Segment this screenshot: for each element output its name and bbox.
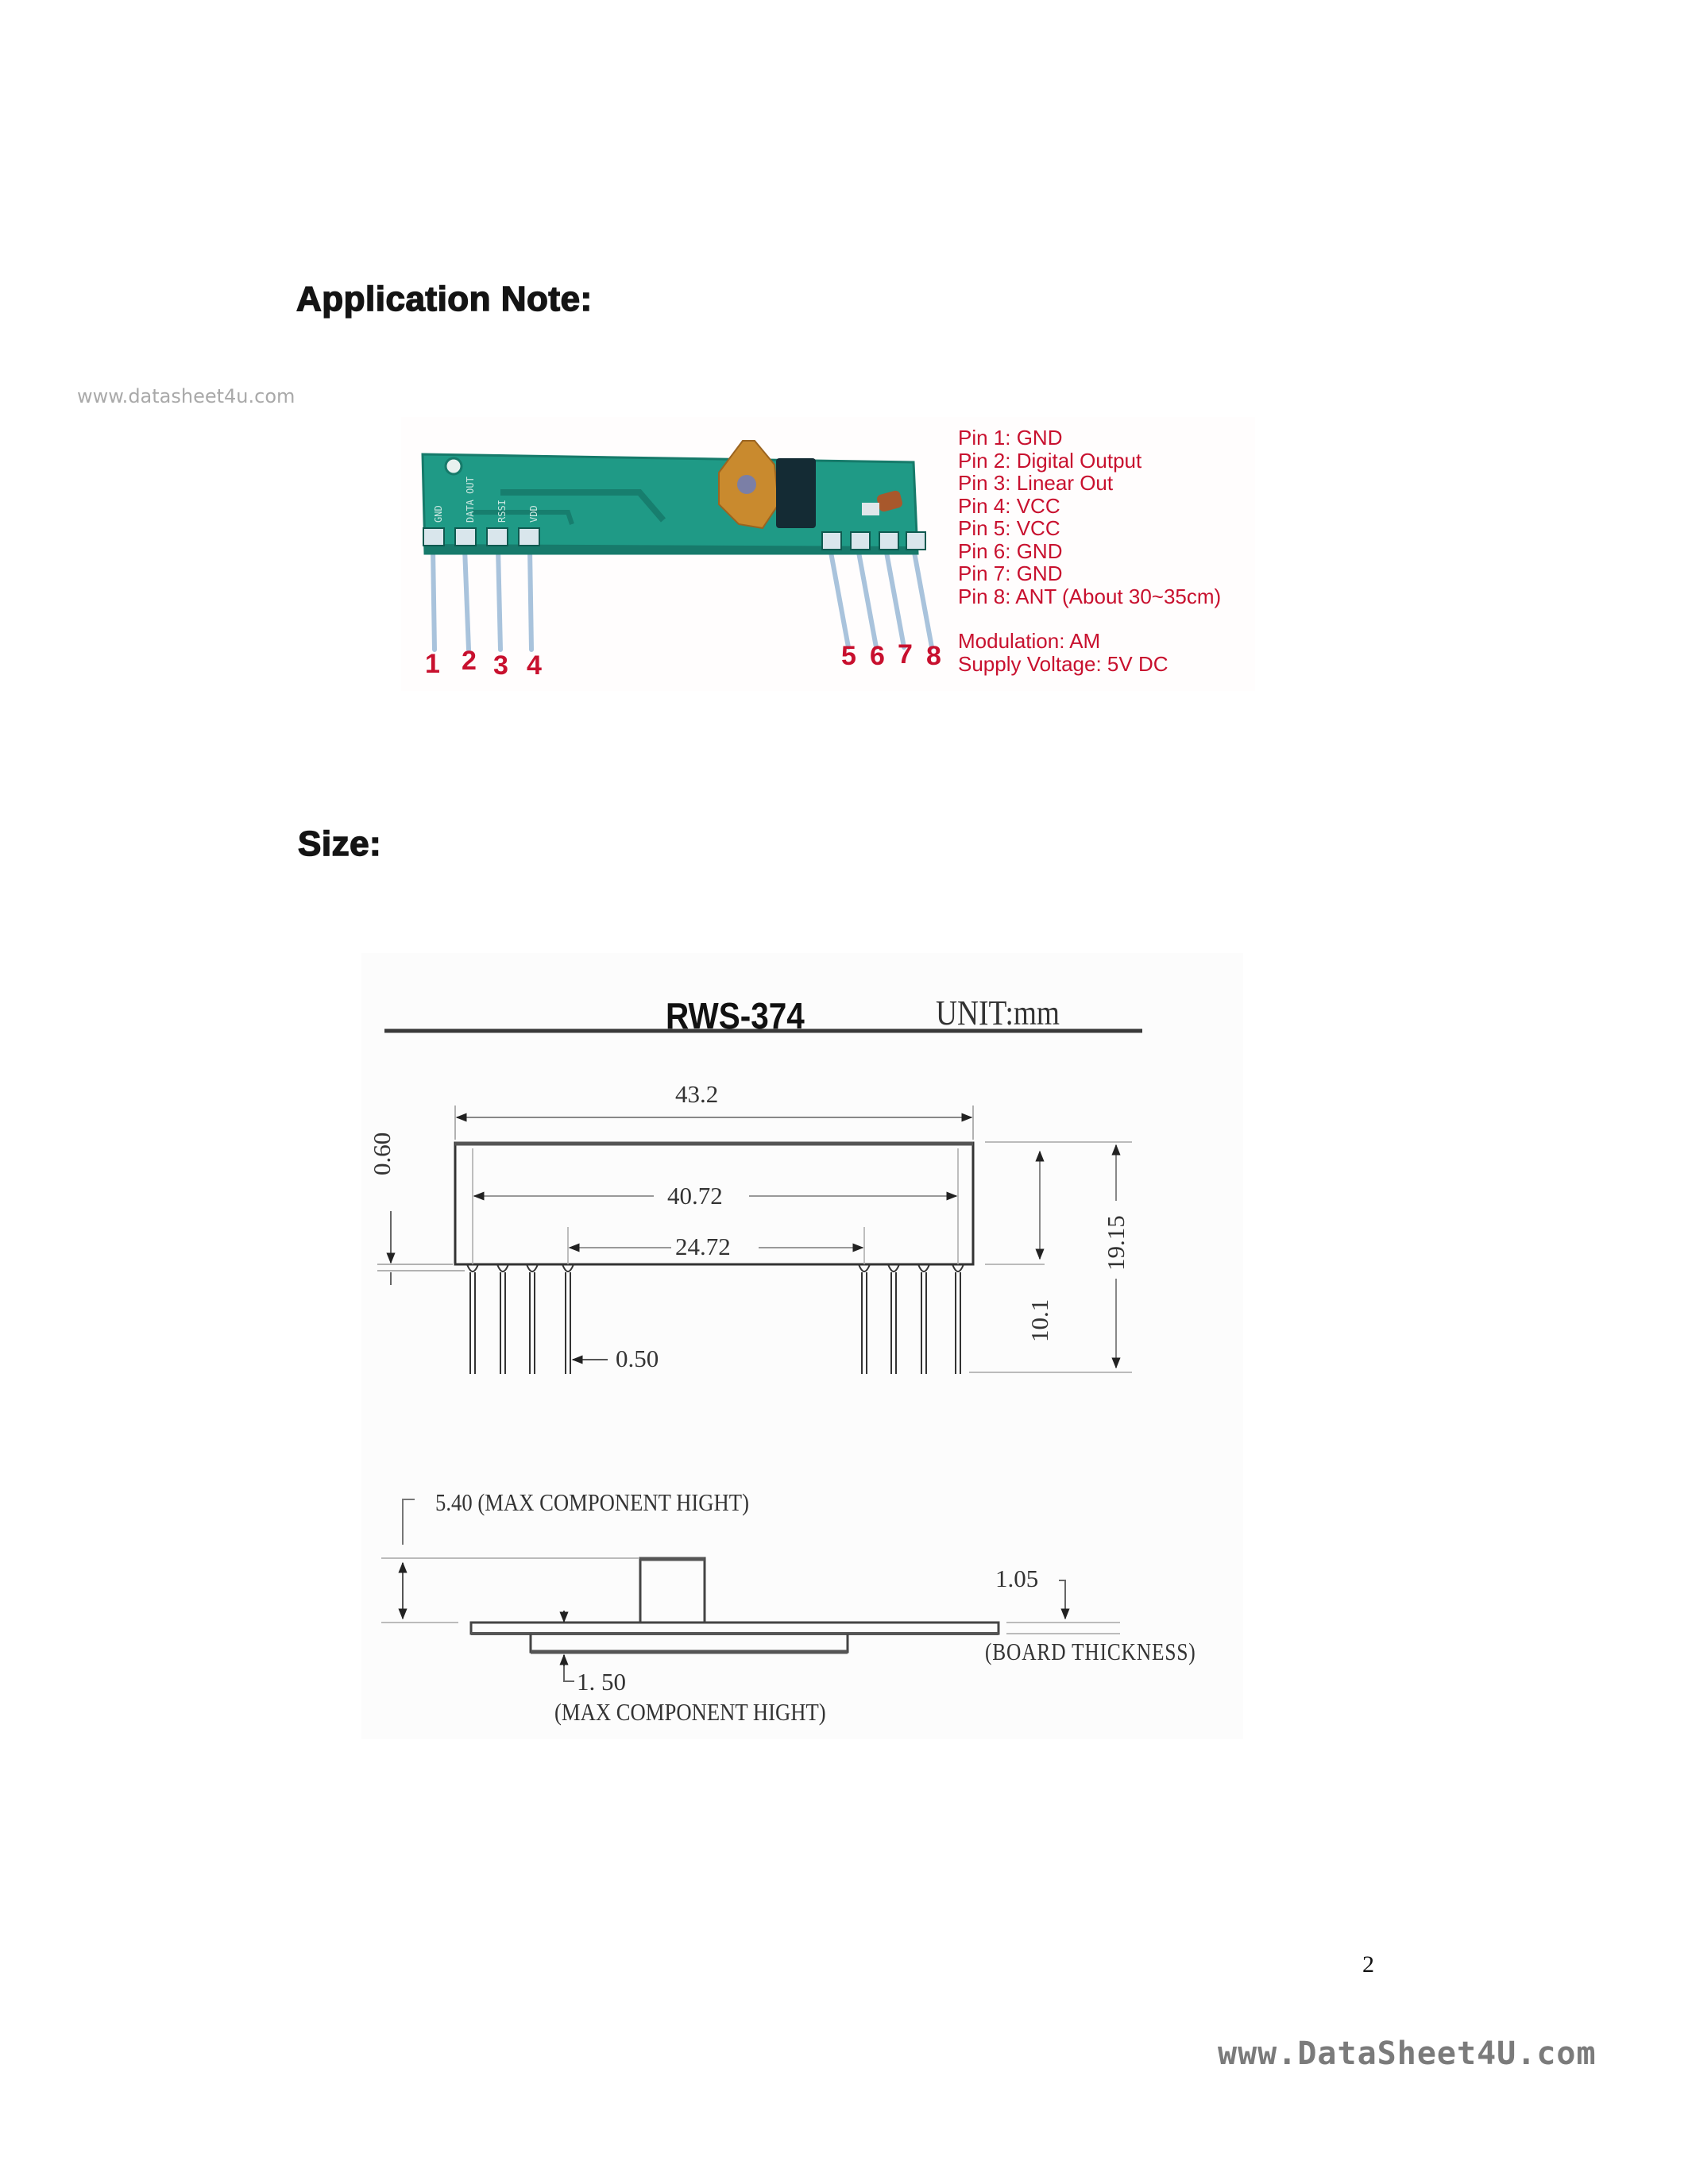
unit-label: UNIT:mm	[936, 994, 1060, 1032]
silk-label-data-out: DATA OUT	[465, 477, 476, 523]
pin-number-3: 3	[493, 650, 508, 681]
dim-outer-pin-span: 40.72	[667, 1182, 723, 1210]
dim-bottom-component-label: (MAX COMPONENT HIGHT)	[554, 1698, 826, 1726]
dim-pin-diameter: 0.50	[616, 1345, 659, 1372]
silk-label-gnd: GND	[433, 505, 444, 523]
silk-label-rssi: RSSI	[496, 500, 508, 523]
silk-label-vdd: VDD	[528, 505, 539, 523]
pin-description: Pin 8: ANT (About 30~35cm)	[958, 584, 1222, 608]
pin-description: Pin 3: Linear Out	[958, 471, 1114, 495]
pin-description: Pin 2: Digital Output	[958, 448, 1142, 473]
pin-number-8: 8	[926, 641, 941, 671]
pin-description-list: Pin 1: GND Pin 2: Digital Output Pin 3: …	[958, 426, 1221, 675]
size-heading: Size:	[297, 824, 382, 864]
dimension-drawing: RWS-374 UNIT:mm 43.2 40.72 24.72 0.50 0.…	[361, 953, 1243, 1739]
watermark-top[interactable]: www.datasheet4u.com	[77, 385, 295, 407]
dimension-drawing-lines	[377, 1028, 1142, 1682]
dim-inner-pin-span: 24.72	[675, 1233, 731, 1260]
application-note-heading: Application Note:	[295, 279, 593, 319]
page-number: 2	[1362, 1951, 1374, 1978]
dim-overall-length: 43.2	[675, 1080, 719, 1108]
module-photo: GND DATA OUT RSSI VDD 1 2 3 4 5 6 7 8 Pi…	[401, 417, 1255, 691]
model-title: RWS-374	[666, 995, 805, 1036]
supply-voltage-text: Supply Voltage: 5V DC	[958, 651, 1168, 676]
left-pins	[431, 546, 534, 652]
pin-description: Pin 4: VCC	[958, 493, 1060, 518]
pin-description: Pin 7: GND	[958, 561, 1063, 585]
dim-board-thickness-value: 1.05	[995, 1565, 1039, 1592]
pin-number-2: 2	[462, 646, 477, 676]
dim-top-component-height: 5.40 (MAX COMPONENT HIGHT)	[435, 1488, 749, 1516]
dim-pin-offset: 0.60	[368, 1132, 396, 1175]
pin-description: Pin 5: VCC	[958, 516, 1060, 540]
pin-number-5: 5	[841, 641, 856, 671]
dim-total-height: 19.15	[1102, 1215, 1130, 1271]
pin-description: Pin 6: GND	[958, 538, 1063, 563]
pin-number-4: 4	[527, 650, 542, 681]
pin-number-6: 6	[870, 641, 885, 671]
pin-number-1: 1	[425, 649, 440, 679]
dim-board-height: 10.1	[1026, 1298, 1053, 1342]
pin-number-7: 7	[898, 639, 913, 669]
pcb-photo-illustration	[421, 440, 934, 652]
coil	[877, 490, 902, 512]
right-pins	[828, 546, 934, 650]
dim-board-thickness-label: (BOARD THICKNESS)	[985, 1638, 1196, 1665]
watermark-bottom[interactable]: www.DataSheet4U.com	[1218, 2035, 1597, 2072]
pin-description: Pin 1: GND	[958, 426, 1063, 450]
dim-bottom-component-value: 1. 50	[577, 1668, 626, 1696]
modulation-text: Modulation: AM	[958, 629, 1101, 653]
ic-chip	[776, 458, 816, 528]
